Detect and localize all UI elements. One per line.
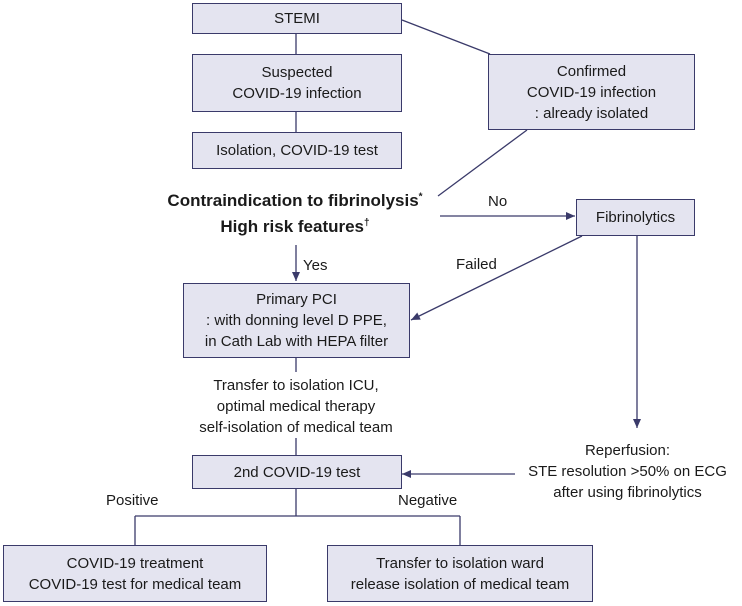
pci-line3: in Cath Lab with HEPA filter bbox=[204, 333, 389, 350]
ward-line1: Transfer to isolation ward bbox=[376, 554, 544, 572]
dagger-mark: † bbox=[364, 217, 370, 229]
edge-label-yes: Yes bbox=[303, 257, 328, 274]
reperfusion-line1: Reperfusion: bbox=[584, 442, 671, 459]
isolation-test-label: Isolation, COVID-19 test bbox=[216, 142, 378, 159]
pci-line2: : with donning level D PPE, bbox=[206, 312, 387, 329]
edge-label-no: No bbox=[488, 193, 508, 210]
transfer-ward-box: Transfer to isolation ward release isola… bbox=[327, 545, 593, 602]
suspected-line2: COVID-19 infection bbox=[232, 85, 362, 102]
edge-label-failed: Failed bbox=[456, 256, 497, 273]
second-covid-test-box: 2nd COVID-19 test bbox=[192, 455, 402, 489]
confirmed-line3: : already isolated bbox=[534, 104, 649, 122]
edge-label-negative: Negative bbox=[398, 492, 458, 509]
isolation-test-box: Isolation, COVID-19 test bbox=[192, 132, 402, 169]
second-test-label: 2nd COVID-19 test bbox=[233, 463, 361, 481]
confirmed-line1: Confirmed bbox=[556, 62, 627, 80]
transfer-icu-line2: optimal medical therapy bbox=[216, 398, 376, 415]
primary-pci-box: Primary PCI : with donning level D PPE, … bbox=[183, 283, 410, 358]
reperfusion-line3: after using fibrinolytics bbox=[553, 484, 702, 501]
transfer-icu-line3: self-isolation of medical team bbox=[199, 419, 393, 436]
decision-line2: High risk features† bbox=[220, 217, 370, 236]
asterisk-mark: * bbox=[418, 191, 423, 203]
stemi-box: STEMI bbox=[192, 3, 402, 34]
covid-treatment-box: COVID-19 treatment COVID-19 test for med… bbox=[3, 545, 267, 602]
confirmed-line2: COVID-19 infection bbox=[526, 83, 657, 101]
reperfusion-line2: STE resolution >50% on ECG bbox=[528, 463, 727, 480]
suspected-line1: Suspected bbox=[261, 64, 333, 81]
fibrinolytics-label: Fibrinolytics bbox=[595, 209, 676, 226]
suspected-covid-box: Suspected COVID-19 infection bbox=[192, 54, 402, 112]
fibrinolytics-box: Fibrinolytics bbox=[576, 199, 695, 236]
decision-node: Contraindication to fibrinolysis* High r… bbox=[130, 188, 460, 240]
transfer-icu-text: Transfer to isolation ICU, optimal medic… bbox=[156, 375, 436, 438]
reperfusion-text: Reperfusion: STE resolution >50% on ECG … bbox=[515, 440, 740, 503]
transfer-icu-line1: Transfer to isolation ICU, bbox=[213, 377, 379, 394]
pci-line1: Primary PCI bbox=[256, 291, 337, 308]
ward-line2: release isolation of medical team bbox=[350, 575, 570, 593]
confirmed-covid-box: Confirmed COVID-19 infection : already i… bbox=[488, 54, 695, 130]
treatment-line2: COVID-19 test for medical team bbox=[28, 575, 242, 593]
treatment-line1: COVID-19 treatment bbox=[66, 554, 204, 572]
stemi-label: STEMI bbox=[274, 10, 320, 27]
edge-label-positive: Positive bbox=[106, 492, 159, 509]
decision-line1: Contraindication to fibrinolysis* bbox=[167, 191, 423, 210]
